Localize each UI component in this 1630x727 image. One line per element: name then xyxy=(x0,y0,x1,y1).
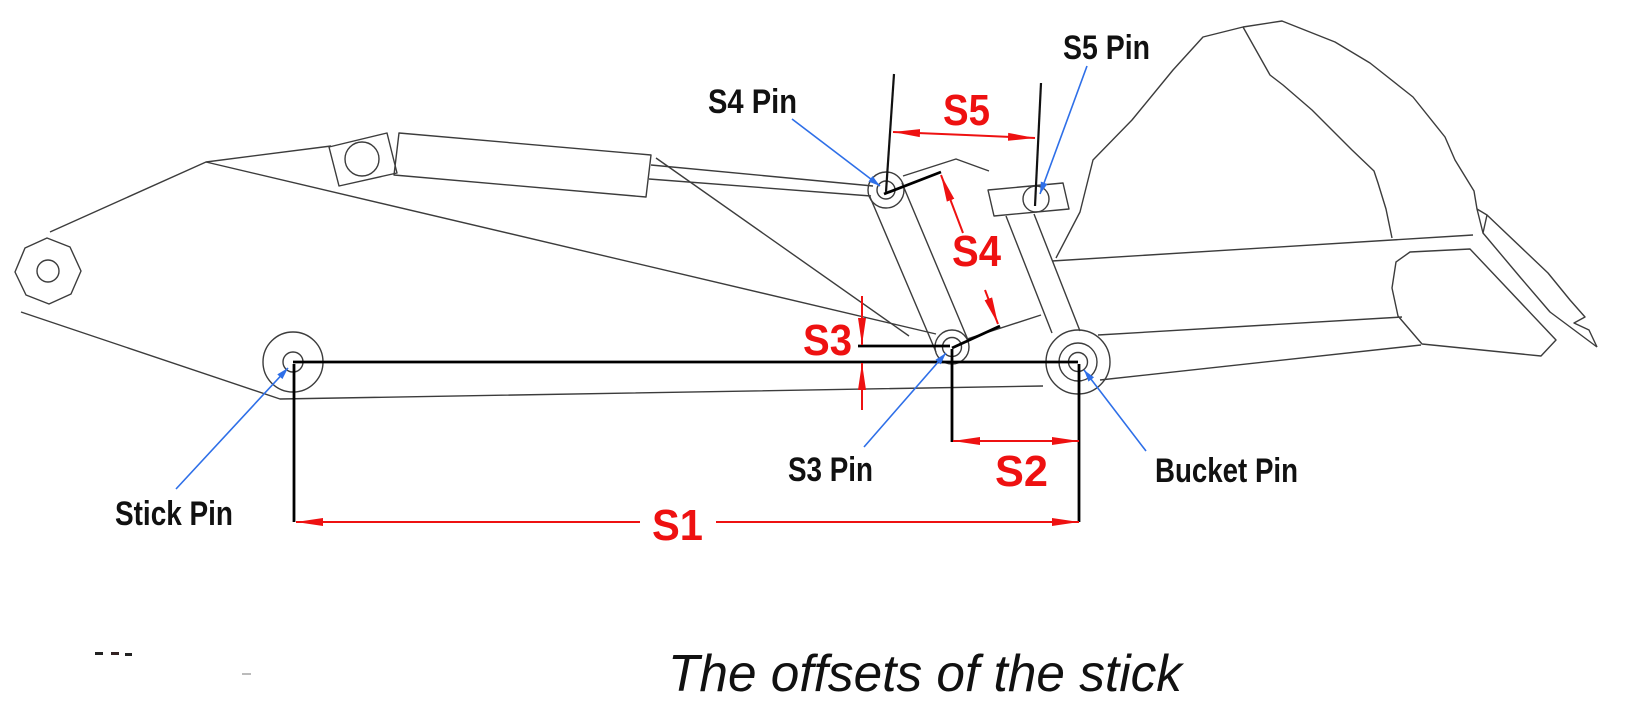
hydraulic-cylinder xyxy=(328,132,874,198)
scan-artifacts xyxy=(95,652,251,675)
link-bracket-top xyxy=(902,158,990,177)
s4-pin-vertical-extension xyxy=(884,73,896,193)
stick-pin-leader xyxy=(175,367,289,490)
s4-pin-offset-line xyxy=(883,170,942,196)
tooth-outer-edge xyxy=(1486,214,1598,348)
stick-left-boss-bore xyxy=(36,259,60,283)
stick-bottom-edge xyxy=(20,311,1044,400)
bucket-pin-leader xyxy=(1083,369,1147,452)
s5-pin-plate xyxy=(987,182,1070,217)
s1-label: S1 xyxy=(652,501,703,550)
s3-pin-leader xyxy=(863,352,947,448)
bucket-side-cutter xyxy=(1391,248,1557,357)
s5-pin-vertical-extension xyxy=(1033,82,1043,207)
s5-dimension-line-left xyxy=(892,129,967,138)
bucket-pin-label: Bucket Pin xyxy=(1155,452,1298,490)
stick-web-edge xyxy=(205,161,937,335)
dimension-s2: S2 xyxy=(953,437,1079,496)
bucket-front-face xyxy=(1242,26,1393,239)
leader-lines xyxy=(175,65,1147,490)
power-link-bar xyxy=(869,182,969,353)
caption: The offsets of the stick xyxy=(668,645,1185,703)
s5-label: S5 xyxy=(943,86,990,135)
s5-dimension-line-right xyxy=(965,132,1036,141)
cylinder-rod xyxy=(648,164,874,197)
dimension-s3: S3 xyxy=(803,296,866,410)
s4-pin-label: S4 Pin xyxy=(708,83,797,121)
bucket-bottom-edge xyxy=(1099,344,1422,381)
s4-dimension-line-lower xyxy=(984,289,999,325)
idler-link xyxy=(1005,213,1081,334)
tooth-adapter-flag xyxy=(1476,208,1488,234)
s4-dimension-line-upper xyxy=(940,174,964,234)
bucket xyxy=(1051,20,1598,381)
dimension-s1: S1 xyxy=(296,501,1079,550)
cylinder-mount-bracket xyxy=(328,132,398,187)
stick-pin-label: Stick Pin xyxy=(115,495,233,533)
dimension-s5: S5 xyxy=(892,86,1036,141)
tooth-inner-edge xyxy=(1482,232,1598,348)
stick-left-boss xyxy=(14,237,82,305)
cylinder-mount-bore xyxy=(344,141,380,177)
s5-pin-label: S5 Pin xyxy=(1063,29,1150,67)
s5-pin-leader xyxy=(1039,65,1088,195)
s4-label: S4 xyxy=(952,227,1001,276)
pin-labels: Stick Pin S3 Pin Bucket Pin S4 Pin S5 Pi… xyxy=(115,29,1298,533)
stick-arm xyxy=(14,145,1044,400)
offset-reference-lines xyxy=(292,73,1081,522)
s3-pin-offset-line xyxy=(951,324,1001,350)
s2-label: S2 xyxy=(995,447,1048,496)
bucket-back-edge xyxy=(1055,20,1478,259)
cylinder-barrel xyxy=(393,132,652,198)
s3-pin-label: S3 Pin xyxy=(788,451,873,489)
s3-label: S3 xyxy=(803,316,852,365)
s4-pin-leader xyxy=(791,118,881,187)
dimension-s4: S4 xyxy=(940,174,1001,325)
bucket-floor-bottom xyxy=(1097,316,1403,336)
stick-top-edge xyxy=(49,145,332,233)
bucket-floor-top xyxy=(1051,234,1474,262)
stick-nose-edge xyxy=(655,157,910,337)
s4-pin-boss xyxy=(867,171,905,209)
